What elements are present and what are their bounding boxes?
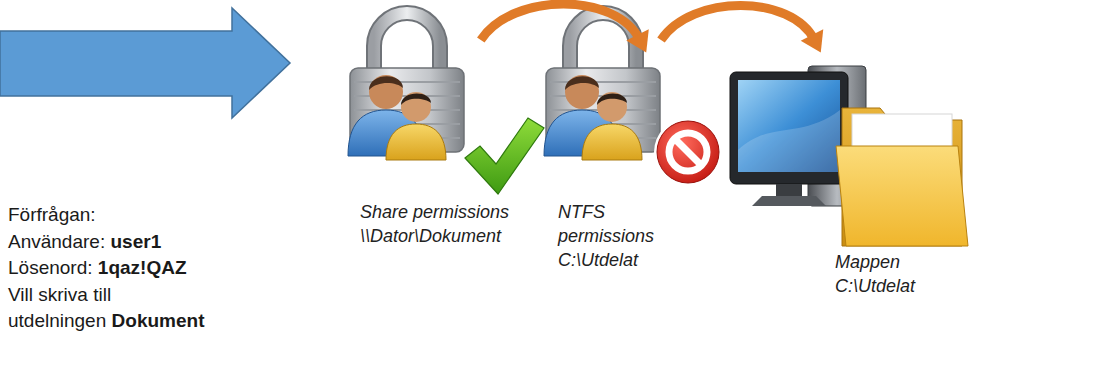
request-value: Dokument bbox=[112, 310, 205, 331]
request-value: user1 bbox=[111, 231, 162, 252]
request-label: utdelningen bbox=[8, 310, 106, 331]
flow-arrow bbox=[481, 4, 649, 53]
request-line: Lösenord:1qaz!QAZ bbox=[8, 255, 204, 282]
ntfs-lock-icon bbox=[544, 13, 722, 186]
arrow-head bbox=[626, 29, 649, 52]
icon-node: Mappen C:\Utdelat bbox=[722, 40, 972, 310]
request-line: Användare: user1 bbox=[8, 229, 204, 256]
computer-folder-icon bbox=[730, 66, 968, 246]
icon-node: NTFS permissions C:\Utdelat bbox=[553, 40, 703, 310]
request-label: Vill skriva till bbox=[8, 284, 111, 305]
flow-arrow bbox=[661, 6, 823, 53]
request-arrow bbox=[0, 8, 290, 118]
node-label: Mappen C:\Utdelat bbox=[835, 250, 935, 298]
request-label: Lösenord: bbox=[8, 257, 93, 278]
request-value: 1qaz!QAZ bbox=[98, 257, 187, 278]
icon-node: Share permissions \\Dator\Dokument bbox=[355, 40, 525, 310]
node-label: NTFS permissions C:\Utdelat bbox=[558, 200, 670, 272]
arrow-head bbox=[801, 29, 824, 52]
flow-arrow-line bbox=[661, 6, 815, 41]
request-line: Vill skriva till bbox=[8, 282, 204, 309]
request-text: Förfrågan: Användare: user1Lösenord:1qaz!Q… bbox=[8, 202, 204, 335]
flow-arrow-line bbox=[481, 4, 640, 40]
request-line: utdelningen Dokument bbox=[8, 308, 204, 335]
request-line: Förfrågan: bbox=[8, 202, 204, 229]
request-label: Förfrågan: bbox=[8, 204, 96, 225]
share-lock-icon bbox=[348, 13, 544, 194]
request-label: Användare: bbox=[8, 231, 105, 252]
node-label: Share permissions \\Dator\Dokument bbox=[360, 200, 510, 248]
